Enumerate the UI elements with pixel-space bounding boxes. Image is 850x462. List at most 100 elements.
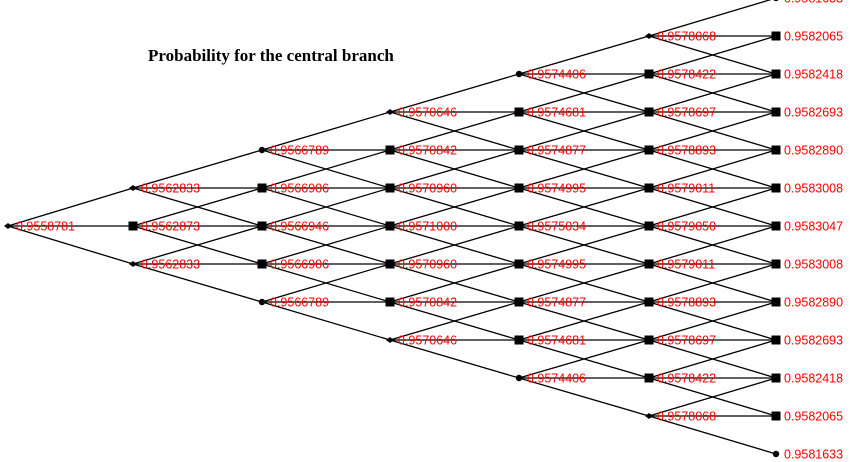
tree-node-marker <box>386 337 394 343</box>
tree-node-marker <box>129 185 137 191</box>
tree-edge <box>7 187 134 227</box>
node-probability-label: 0.9583008 <box>784 258 843 272</box>
diagram-title: Probability for the central branch <box>148 46 394 65</box>
node-probability-label: 0.9583047 <box>784 220 843 234</box>
tree-edge <box>648 263 777 303</box>
tree-edge <box>261 111 391 151</box>
tree-edge <box>648 377 777 417</box>
tree-node-marker <box>644 259 654 269</box>
node-probability-label: 0.9582890 <box>784 296 843 310</box>
tree-edge <box>518 263 650 303</box>
tree-node-marker <box>771 335 781 345</box>
tree-edge <box>389 339 520 379</box>
node-probability-label: 0.9570960 <box>398 182 457 196</box>
tree-node-marker <box>385 297 395 307</box>
node-probability-label: 0.9566946 <box>270 220 329 234</box>
node-probability-label: 0.9570960 <box>398 258 457 272</box>
tree-node-marker <box>645 413 653 419</box>
node-probability-label: 0.9582693 <box>784 106 843 120</box>
tree-node-marker <box>514 107 524 117</box>
tree-node-marker <box>771 221 781 231</box>
node-probability-label: 0.9581633 <box>784 0 843 6</box>
tree-node-marker <box>771 145 781 155</box>
tree-edge <box>518 149 650 189</box>
node-probability-label: 0.9578893 <box>657 296 716 310</box>
node-probability-label: 0.9579050 <box>657 220 716 234</box>
tree-node-marker <box>257 259 267 269</box>
node-probability-label: 0.9575034 <box>527 220 586 234</box>
node-probability-label: 0.9583008 <box>784 182 843 196</box>
tree-node-marker <box>385 145 395 155</box>
tree-node-marker <box>644 69 654 79</box>
tree-node-marker <box>644 183 654 193</box>
node-probability-label: 0.9562833 <box>141 258 200 272</box>
node-probability-label: 0.9582065 <box>784 30 843 44</box>
tree-edge <box>261 225 391 265</box>
tree-edge <box>648 415 777 455</box>
tree-node-marker <box>258 146 266 154</box>
tree-node-marker <box>772 450 780 458</box>
tree-edge <box>648 73 777 113</box>
tree-edge <box>7 225 134 265</box>
tree-node-marker <box>515 70 523 78</box>
tree-edge <box>132 187 263 227</box>
tree-node-marker <box>771 411 781 421</box>
tree-edge <box>518 225 650 265</box>
node-probability-label: 0.9578068 <box>657 410 716 424</box>
tree-node-marker <box>4 223 12 229</box>
node-probability-label: 0.9574681 <box>527 334 586 348</box>
tree-edge <box>518 111 650 151</box>
tree-node-marker <box>644 145 654 155</box>
tree-node-labels: 0.9558781 0.9562833 0.9562873 0.9562833 0.95… <box>16 0 843 462</box>
node-probability-label: 0.9566906 <box>270 182 329 196</box>
tree-edge <box>389 263 520 303</box>
tree-edge <box>648 149 777 189</box>
node-probability-label: 0.9579011 <box>657 258 715 272</box>
tree-edge <box>648 111 777 151</box>
tree-edge <box>389 149 520 189</box>
tree-edge <box>389 301 520 341</box>
tree-node-marker <box>514 221 524 231</box>
tree-edge <box>389 111 520 151</box>
tree-node-marker <box>515 374 523 382</box>
node-probability-label: 0.9582890 <box>784 144 843 158</box>
tree-node-marker <box>771 373 781 383</box>
tree-edge <box>132 225 263 265</box>
node-probability-label: 0.9562873 <box>141 220 200 234</box>
tree-node-marker <box>644 373 654 383</box>
node-probability-label: 0.9574681 <box>527 106 586 120</box>
tree-edge <box>518 187 650 227</box>
tree-node-marker <box>386 109 394 115</box>
tree-node-marker <box>644 221 654 231</box>
tree-edge <box>389 187 520 227</box>
tree-node-marker <box>644 297 654 307</box>
tree-node-marker <box>771 183 781 193</box>
tree-edge <box>648 225 777 265</box>
tree-node-marker <box>771 31 781 41</box>
node-probability-label: 0.9570842 <box>398 296 457 310</box>
tree-edge <box>261 149 391 189</box>
node-probability-label: 0.9570646 <box>398 106 457 120</box>
node-probability-label: 0.9582693 <box>784 334 843 348</box>
tree-node-marker <box>514 335 524 345</box>
tree-node-marker <box>257 183 267 193</box>
tree-node-marker <box>514 183 524 193</box>
tree-edge <box>648 0 772 37</box>
node-probability-label: 0.9570842 <box>398 144 457 158</box>
tree-edge <box>518 73 650 113</box>
node-probability-label: 0.9574877 <box>527 296 586 310</box>
node-probability-label: 0.9566789 <box>270 144 329 158</box>
tree-edge <box>648 301 777 341</box>
node-probability-label: 0.9558781 <box>16 220 75 234</box>
node-probability-label: 0.9581633 <box>784 448 843 462</box>
tree-node-marker <box>771 259 781 269</box>
node-probability-label: 0.9574995 <box>527 182 586 196</box>
tree-node-marker <box>258 298 266 306</box>
node-probability-label: 0.9574406 <box>527 372 586 386</box>
node-probability-label: 0.9578068 <box>657 30 716 44</box>
tree-node-marker <box>771 297 781 307</box>
tree-node-marker <box>385 259 395 269</box>
node-probability-label: 0.9562833 <box>141 182 200 196</box>
tree-edge <box>261 301 391 341</box>
